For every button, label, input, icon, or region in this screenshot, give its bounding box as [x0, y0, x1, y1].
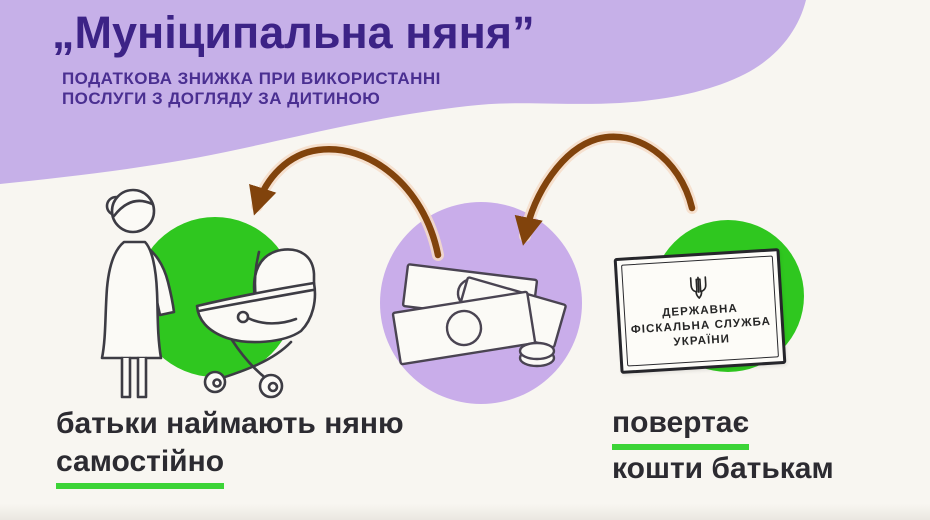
- money-bills-and-coin-icon: [380, 202, 582, 404]
- sign-inner-frame: ДЕРЖАВНА ФІСКАЛЬНА СЛУЖБА УКРАЇНИ: [621, 255, 779, 367]
- header-background-blob: [0, 0, 806, 184]
- page-title: „Муніципальна няня”: [52, 7, 535, 58]
- right-caption-line-1: повертає: [612, 404, 834, 450]
- left-step-caption: батьки наймають няню самостійно: [56, 405, 404, 489]
- tryzub-emblem-icon: [689, 275, 707, 299]
- underlined-word: самостійно: [56, 443, 225, 489]
- left-caption-line-1: батьки наймають няню: [56, 407, 404, 440]
- right-caption-line-2: кошти батькам: [612, 452, 834, 485]
- page-subtitle: ПОДАТКОВА ЗНИЖКА ПРИ ВИКОРИСТАННІ ПОСЛУГ…: [62, 69, 441, 108]
- underlined-word: повертає: [612, 404, 750, 450]
- sign-text-line-3: УКРАЇНИ: [673, 332, 731, 349]
- state-fiscal-service-sign: ДЕРЖАВНА ФІСКАЛЬНА СЛУЖБА УКРАЇНИ: [613, 248, 787, 374]
- nanny-with-pram-icon: [100, 188, 317, 399]
- subtitle-line-1: ПОДАТКОВА ЗНИЖКА ПРИ ВИКОРИСТАННІ: [62, 69, 441, 88]
- flow-arrow-money-to-parents: [249, 143, 444, 261]
- flow-arrow-fiscal-to-money: [514, 130, 698, 246]
- left-caption-line-2: самостійно: [56, 443, 404, 489]
- right-step-caption: повертає кошти батькам: [612, 404, 834, 488]
- subtitle-line-2: ПОСЛУГИ З ДОГЛЯДУ ЗА ДИТИНОЮ: [62, 88, 381, 108]
